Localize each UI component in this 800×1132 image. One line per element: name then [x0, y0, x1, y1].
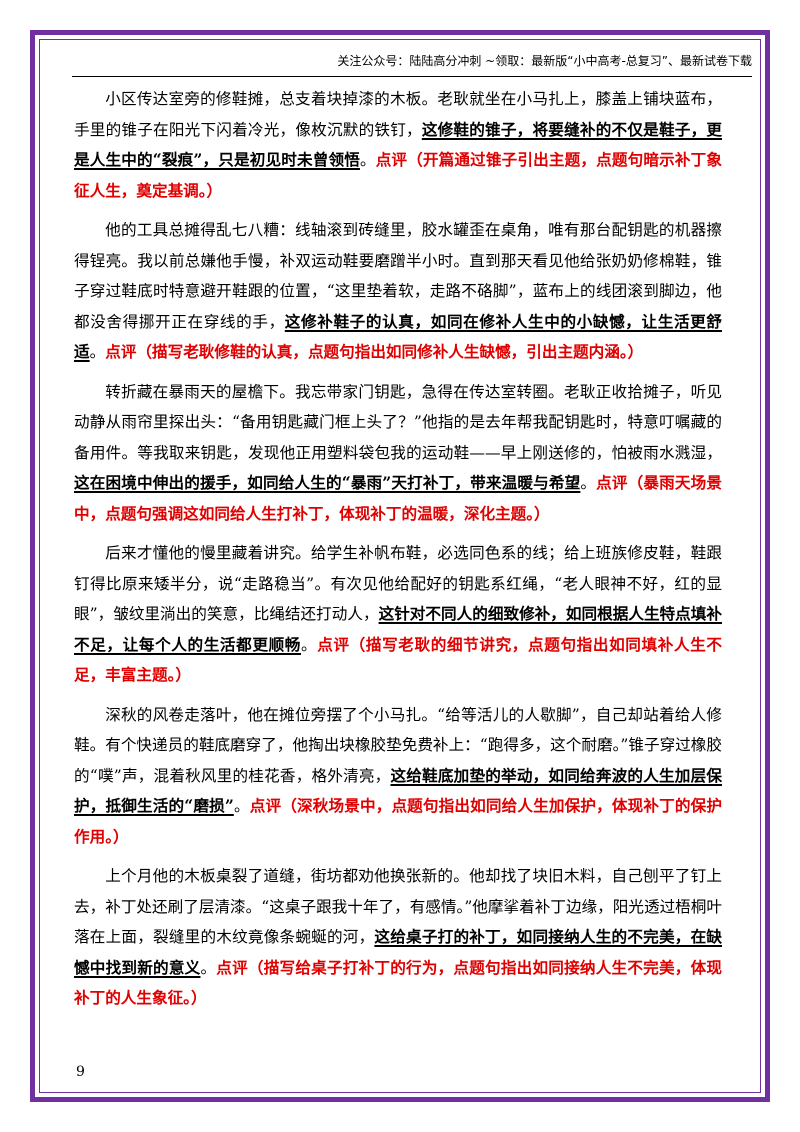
page-header: 关注公众号：陆陆高分冲刺 ~领取：最新版“小中高考-总复习”、最新试卷下载: [337, 54, 752, 68]
annotation-note: 点评（暴雨天场景中，点题句强调这如同给人生打补丁，体现补丁的温暖，深化主题。）: [74, 473, 722, 523]
key-sentence: 这针对不同人的细致修补，如同根据人生特点填补不足，让每个人的生活都更顺畅: [74, 604, 722, 654]
annotation-note: 点评（描写老耿的细节讲究，点题句指出如同填补人生不足，丰富主题。）: [74, 634, 722, 685]
key-sentence: 这给桌子打的补丁，如同接纳人生的不完美，在缺憾中找到新的意义: [74, 927, 722, 977]
key-sentence: 这修鞋的锥子，将要缝补的不仅是鞋子，更是人生中的“裂痕”，只是初见时未曾领悟: [74, 119, 722, 170]
paragraph-2: 他的工具总摊得乱七八糟：线轴滚到砖缝里，胶水罐歪在桌角，唯有那台配钥匙的机器擦得…: [74, 215, 722, 368]
sentence-end: 。: [359, 151, 376, 169]
key-sentence: 这给鞋底加垫的举动，如同给奔波的人生加层保护，抵御生活的“磨损”: [74, 765, 722, 816]
paragraph-3: 转折藏在暴雨天的屋檐下。我忘带家门钥匙，急得在传达室转圈。老耿正收拾摊子，听见动…: [74, 377, 722, 530]
page-border-inner: [39, 39, 761, 1093]
paragraph-text: 小区传达室旁的修鞋摊，总支着块掉漆的木板。老耿就坐在小马扎上，膝盖上铺块蓝布，手…: [74, 90, 722, 139]
page-border-outer: [30, 30, 770, 1102]
annotation-note: 点评（描写给桌子打补丁的行为，点题句指出如同接纳人生不完美，体现补丁的人生象征。…: [74, 957, 722, 1008]
paragraph-text: 转折藏在暴雨天的屋檐下。我忘带家门钥匙，急得在传达室转圈。老耿正收拾摊子，听见动…: [74, 382, 722, 462]
annotation-note: 点评（描写老耿修鞋的认真，点题句指出如同修补人生缺憾，引出主题内涵。）: [105, 342, 644, 361]
sentence-end: 。: [233, 797, 250, 815]
header-divider: [72, 76, 752, 77]
sentence-end: 。: [580, 474, 597, 492]
paragraph-text: 深秋的风卷走落叶，他在摊位旁摆了个小马扎。“给等活儿的人歇脚”，自己却站着给人修…: [74, 705, 722, 785]
sentence-end: 。: [200, 958, 217, 977]
sentence-end: 。: [89, 343, 106, 361]
article-body: 小区传达室旁的修鞋摊，总支着块掉漆的木板。老耿就坐在小马扎上，膝盖上铺块蓝布，手…: [74, 84, 722, 1023]
paragraph-5: 深秋的风卷走落叶，他在摊位旁摆了个小马扎。“给等活儿的人歇脚”，自己却站着给人修…: [74, 700, 722, 853]
paragraph-text: 后来才懂他的慢里藏着讲究。给学生补帆布鞋，必选同色系的线；给上班族修皮鞋，鞋跟钉…: [74, 544, 722, 623]
sentence-end: 。: [301, 635, 318, 654]
key-sentence: 这修补鞋子的认真，如同在修补人生中的小缺憾，让生活更舒适: [74, 311, 722, 362]
paragraph-6: 上个月他的木板桌裂了道缝，街坊都劝他换张新的。他却找了块旧木料，自己刨平了钉上去…: [74, 861, 722, 1014]
paragraph-1: 小区传达室旁的修鞋摊，总支着块掉漆的木板。老耿就坐在小马扎上，膝盖上铺块蓝布，手…: [74, 84, 722, 206]
key-sentence: 这在困境中伸出的援手，如同给人生的“暴雨”天打补丁，带来温暖与希望: [74, 473, 581, 492]
annotation-note: 点评（开篇通过锥子引出主题，点题句暗示补丁象征人生，奠定基调。）: [74, 150, 722, 200]
annotation-note: 点评（深秋场景中，点题句指出如同给人生加保护，体现补丁的保护作用。）: [74, 796, 722, 846]
paragraph-4: 后来才懂他的慢里藏着讲究。给学生补帆布鞋，必选同色系的线；给上班族修皮鞋，鞋跟钉…: [74, 538, 722, 691]
paragraph-text: 上个月他的木板桌裂了道缝，街坊都劝他换张新的。他却找了块旧木料，自己刨平了钉上去…: [74, 867, 722, 946]
page-number: 9: [76, 1064, 85, 1080]
paragraph-text: 他的工具总摊得乱七八糟：线轴滚到砖缝里，胶水罐歪在桌角，唯有那台配钥匙的机器擦得…: [74, 221, 722, 331]
